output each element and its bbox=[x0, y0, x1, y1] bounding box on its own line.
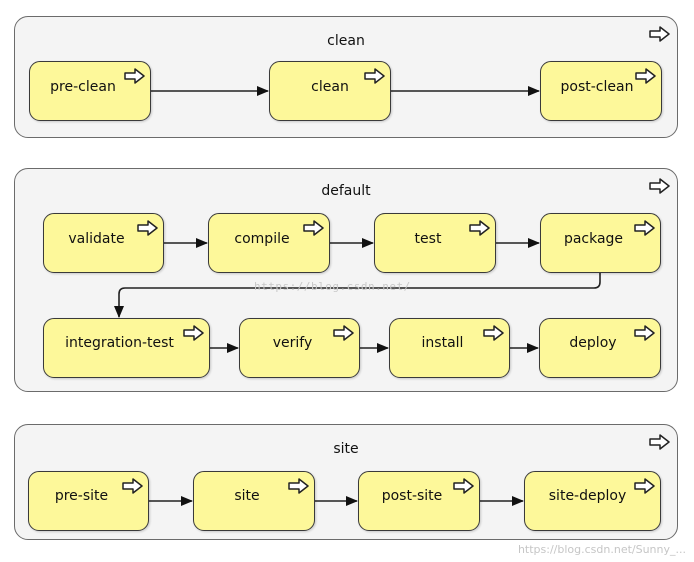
phase-clean[interactable]: clean bbox=[269, 61, 391, 121]
phase-label: install bbox=[421, 335, 464, 351]
phase-site[interactable]: site bbox=[193, 471, 315, 531]
outline-right-arrow-icon bbox=[288, 478, 309, 494]
outline-right-arrow-icon bbox=[183, 325, 204, 341]
phase-post-site[interactable]: post-site bbox=[358, 471, 480, 531]
outline-right-arrow-icon[interactable] bbox=[649, 434, 671, 450]
outline-right-arrow-icon[interactable] bbox=[649, 26, 671, 42]
phase-pre-clean[interactable]: pre-clean bbox=[29, 61, 151, 121]
phase-label: pre-clean bbox=[50, 79, 116, 95]
outline-right-arrow-icon bbox=[137, 220, 158, 236]
outline-right-arrow-icon bbox=[122, 478, 143, 494]
outline-right-arrow-icon bbox=[303, 220, 324, 236]
outline-right-arrow-icon bbox=[634, 478, 655, 494]
phase-post-clean[interactable]: post-clean bbox=[540, 61, 662, 121]
phase-label: compile bbox=[234, 231, 290, 247]
phase-label: test bbox=[414, 231, 442, 247]
outline-right-arrow-icon bbox=[453, 478, 474, 494]
outline-right-arrow-icon bbox=[635, 68, 656, 84]
outline-right-arrow-icon bbox=[124, 68, 145, 84]
phase-label: deploy bbox=[569, 335, 617, 351]
outline-right-arrow-icon bbox=[483, 325, 504, 341]
phase-validate[interactable]: validate bbox=[43, 213, 164, 273]
watermark-text: https://blog.csdn.net/ bbox=[254, 280, 411, 293]
outline-right-arrow-icon bbox=[364, 68, 385, 84]
phase-install[interactable]: install bbox=[389, 318, 510, 378]
outline-right-arrow-icon bbox=[634, 325, 655, 341]
outline-right-arrow-icon bbox=[634, 220, 655, 236]
phase-label: site-deploy bbox=[548, 488, 627, 504]
outline-right-arrow-icon bbox=[469, 220, 490, 236]
watermark-text: https://blog.csdn.net/Sunny_... bbox=[517, 543, 686, 556]
phase-test[interactable]: test bbox=[374, 213, 496, 273]
phase-label: post-clean bbox=[560, 79, 634, 95]
phase-site-deploy[interactable]: site-deploy bbox=[524, 471, 661, 531]
phase-label: integration-test bbox=[65, 335, 174, 351]
lane-title: site bbox=[333, 441, 359, 457]
phase-verify[interactable]: verify bbox=[239, 318, 360, 378]
phase-package[interactable]: package bbox=[540, 213, 661, 273]
phase-deploy[interactable]: deploy bbox=[539, 318, 661, 378]
phase-label: verify bbox=[272, 335, 313, 351]
phase-label: clean bbox=[311, 79, 349, 95]
outline-right-arrow-icon bbox=[333, 325, 354, 341]
lane-title: clean bbox=[327, 33, 365, 49]
phase-integration-test[interactable]: integration-test bbox=[43, 318, 210, 378]
phase-label: validate bbox=[68, 231, 125, 247]
phase-label: package bbox=[563, 231, 624, 247]
phase-compile[interactable]: compile bbox=[208, 213, 330, 273]
outline-right-arrow-icon[interactable] bbox=[649, 178, 671, 194]
phase-label: pre-site bbox=[54, 488, 109, 504]
phase-pre-site[interactable]: pre-site bbox=[28, 471, 149, 531]
phase-label: post-site bbox=[381, 488, 443, 504]
phase-label: site bbox=[234, 488, 260, 504]
lane-title: default bbox=[321, 183, 371, 199]
